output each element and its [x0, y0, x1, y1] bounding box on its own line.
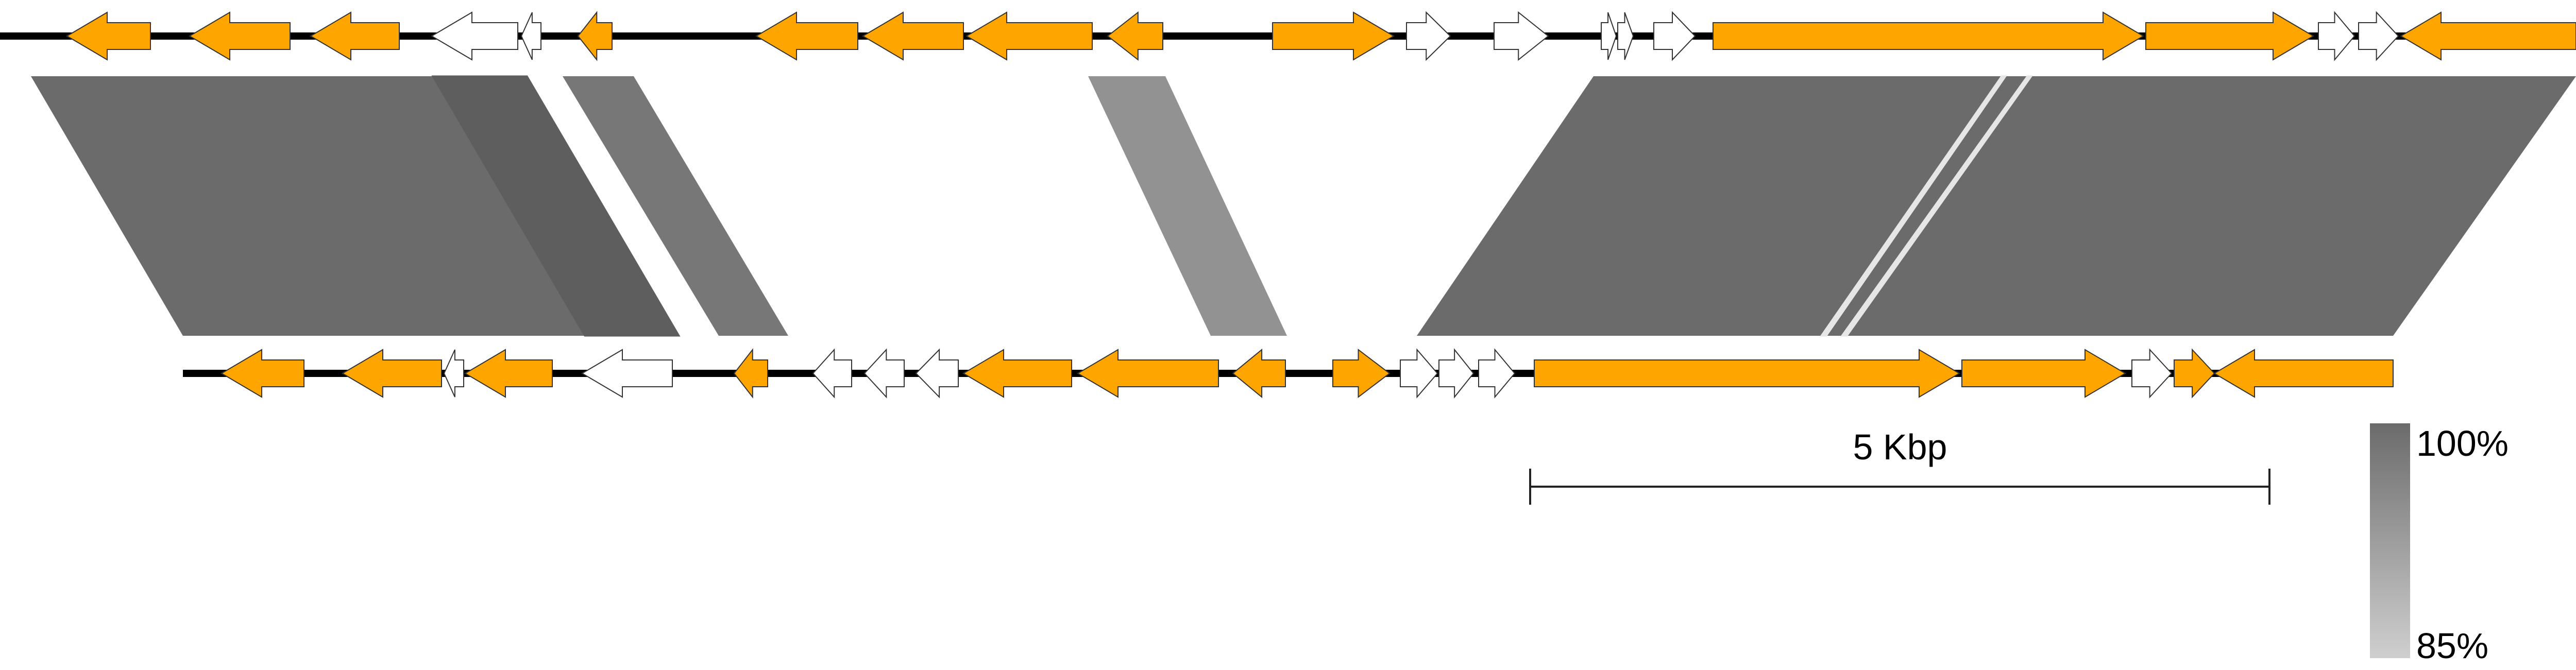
top-track-gene-arrow [431, 11, 518, 61]
bottom-track-gene-arrow [221, 349, 304, 398]
bottom-track-gene-arrow [2174, 348, 2215, 399]
top-track-gene-arrow [2400, 11, 2576, 61]
bottom-track-gene-arrow [2131, 348, 2173, 399]
top-track-gene-arrow [1617, 12, 1634, 60]
top-track-gene-arrow [2318, 11, 2355, 61]
top-track-gene-arrow [1713, 11, 2144, 61]
bottom-track-gene-arrow [915, 348, 959, 399]
top-track-gene-arrow [1653, 11, 1696, 61]
top-track-genes [66, 11, 2576, 61]
top-track-gene-arrow [862, 11, 964, 61]
bottom-track-gene-arrow [962, 349, 1072, 398]
homology-link [431, 75, 681, 337]
bottom-track-gene-arrow [1961, 349, 2126, 398]
identity-legend-gradient [2370, 423, 2410, 658]
top-track-gene-arrow [577, 11, 613, 61]
homology-link [1088, 76, 1287, 336]
top-track-gene-arrow [1494, 11, 1549, 61]
top-track-gene-arrow [310, 11, 400, 61]
bottom-track-gene-arrow [1438, 348, 1475, 399]
bottom-track-gene-arrow [1534, 349, 1960, 398]
top-track-gene-arrow [2358, 11, 2399, 61]
identity-legend: 100% 85% [2370, 423, 2509, 666]
scale-bar-label: 5 Kbp [1853, 427, 1947, 467]
top-track-gene-arrow [1272, 11, 1395, 61]
top-track-gene-arrow [1107, 11, 1163, 61]
identity-legend-max-label: 100% [2416, 423, 2509, 463]
bottom-track-gene-arrow [464, 349, 553, 398]
homology-link [1840, 75, 2033, 337]
bottom-track-gene-arrow [863, 348, 905, 399]
scale-bar: 5 Kbp [1529, 427, 2270, 505]
bottom-track-genes [221, 348, 2394, 399]
identity-legend-min-label: 85% [2416, 626, 2488, 666]
bottom-track-gene-arrow [1332, 348, 1391, 399]
top-track-gene-arrow [1406, 11, 1451, 61]
top-track-gene-arrow [2145, 11, 2314, 61]
top-track-gene-arrow [520, 12, 541, 60]
homology-link [1417, 76, 2576, 336]
bottom-track-gene-arrow [342, 349, 442, 398]
top-track-gene-arrow [1601, 12, 1617, 60]
top-track-gene-arrow [66, 11, 151, 61]
homology-links [31, 75, 2576, 337]
homology-link [563, 76, 788, 336]
top-track-gene-arrow [755, 11, 858, 61]
bottom-track-gene-arrow [733, 348, 768, 399]
bottom-track-gene-arrow [2213, 349, 2394, 398]
homology-link [1820, 75, 2007, 337]
bottom-track-gene-arrow [1232, 348, 1286, 399]
bottom-track-gene-arrow [443, 349, 464, 398]
bottom-track-gene-arrow [812, 348, 852, 399]
bottom-track-gene-arrow [1478, 348, 1516, 399]
top-track-gene-arrow [189, 11, 291, 61]
bottom-track-gene-arrow [1077, 349, 1219, 398]
bottom-track-gene-arrow [1400, 348, 1438, 399]
bottom-track-gene-arrow [581, 349, 673, 398]
top-track-gene-arrow [965, 11, 1093, 61]
